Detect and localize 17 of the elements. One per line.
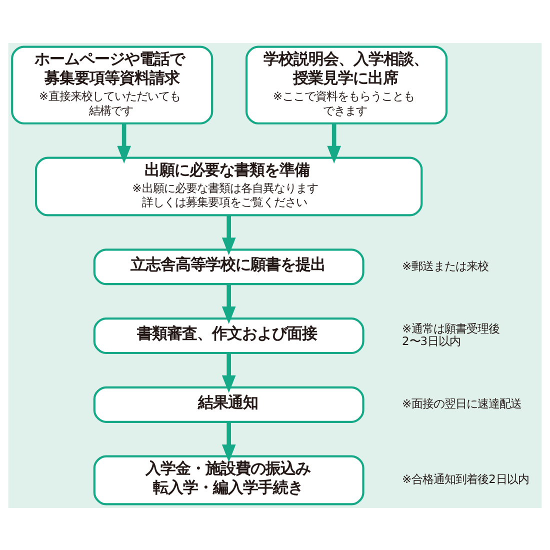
arrow <box>327 122 342 163</box>
node-box: 学校説明会、入学相談、授業見学に出席 ※ここで資料をもらうこともできます <box>245 45 448 124</box>
node-box: 入学金・施設費の振込み転入学・編入学手続き <box>93 454 364 505</box>
node-label: ※面接の翌日に速達配送 <box>402 396 522 410</box>
node-box: 立志舎高等学校に願書を提出 <box>93 248 364 285</box>
arrow <box>222 215 236 255</box>
arrow <box>222 284 236 324</box>
node-label: ※通常は願書受理後2〜3日以内 <box>402 321 500 348</box>
arrow <box>222 422 236 462</box>
arrow <box>117 122 131 163</box>
node-box: 書類審査、作文および面接 <box>93 317 364 354</box>
node-box: 結果通知 <box>93 386 364 422</box>
node-box: 出願に必要な書類を準備 ※出願に必要な書類は各自異なります詳しくは募集要項をご覧ください <box>34 156 423 216</box>
arrow <box>222 352 236 392</box>
node-label: ※合格通知到着後2日以内 <box>402 472 529 486</box>
node-box: ホームページや電話で募集要項等資料請求 ※直接来校していただいても結構です <box>11 45 214 124</box>
node-label: ※郵送または来校 <box>402 258 489 272</box>
